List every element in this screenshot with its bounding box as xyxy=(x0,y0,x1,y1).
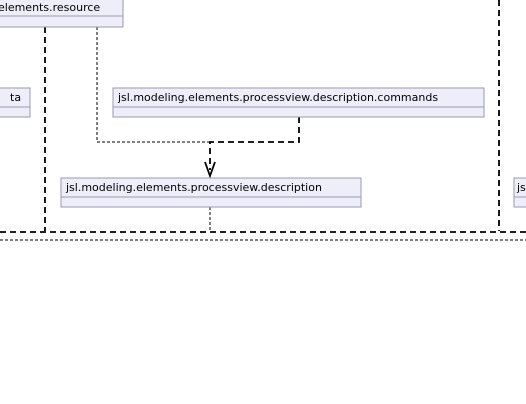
diagram-edges xyxy=(0,0,526,241)
arrowhead-into-description xyxy=(204,161,216,179)
edge-commands-to-description xyxy=(209,117,300,170)
package-node-description[interactable]: jsl.modeling.elements.processview.descri… xyxy=(60,177,362,208)
package-label-commands: jsl.modeling.elements.processview.descri… xyxy=(117,91,438,104)
package-label-resource: elements.resource xyxy=(0,1,100,14)
package-node-resource[interactable]: elements.resource xyxy=(0,0,124,28)
package-label-data-fragment: ta xyxy=(10,91,21,104)
package-label-right-fragment: js xyxy=(516,181,526,194)
edge-resource-to-description xyxy=(96,27,210,143)
package-label-description: jsl.modeling.elements.processview.descri… xyxy=(65,181,322,194)
package-node-right-fragment[interactable]: js xyxy=(513,177,526,208)
package-node-commands[interactable]: jsl.modeling.elements.processview.descri… xyxy=(112,87,485,118)
package-node-data-fragment[interactable]: ta xyxy=(0,87,31,118)
